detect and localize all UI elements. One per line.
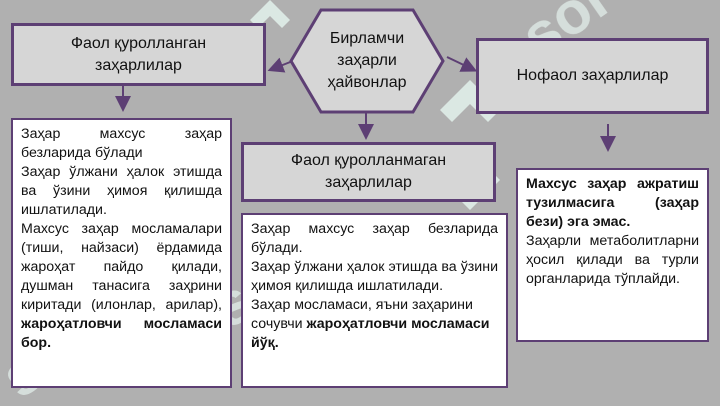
right-header: Нофаол заҳарлилар bbox=[476, 38, 709, 114]
middle-header: Фаол қуролланмаган заҳарлилар bbox=[241, 142, 496, 202]
middle-description: Заҳар махсус заҳар безларида бўлади. Заҳ… bbox=[241, 213, 508, 388]
left-text-p2: Заҳар ўлжани ҳалок этишда ва ўзини ҳимоя… bbox=[21, 164, 222, 218]
middle-text-p1: Заҳар махсус заҳар безларида бўлади. bbox=[251, 221, 498, 256]
middle-text-p3: Заҳар мосламаси, яъни заҳарини сочувчи ж… bbox=[251, 297, 490, 351]
left-header: Фаол қуролланган заҳарлилар bbox=[11, 23, 266, 86]
right-text-p1: Махсус заҳар ажратиш тузилмасига (заҳар … bbox=[526, 176, 699, 230]
right-text-p2: Заҳарли метаболитларни ҳосил қилади ва т… bbox=[526, 233, 699, 287]
left-text-p1: Заҳар махсус заҳар безларида бўлади bbox=[21, 126, 222, 161]
left-text-p3: Махсус заҳар мосламалари (тиши, найзаси)… bbox=[21, 221, 222, 351]
left-description: Заҳар махсус заҳар безларида бўлади Заҳа… bbox=[11, 118, 232, 388]
middle-text-p2: Заҳар ўлжани ҳалок этишда ва ўзини ҳимоя… bbox=[251, 259, 498, 294]
middle-text-bold: жароҳатловчи мосламаси йўқ. bbox=[251, 316, 490, 351]
left-text-bold: жароҳатловчи мосламаси бор. bbox=[21, 316, 222, 351]
right-description: Махсус заҳар ажратиш тузилмасига (заҳар … bbox=[516, 168, 709, 342]
top-title: Бирламчи заҳарли ҳайвонлар bbox=[327, 30, 407, 91]
top-hexagon bbox=[289, 8, 445, 114]
